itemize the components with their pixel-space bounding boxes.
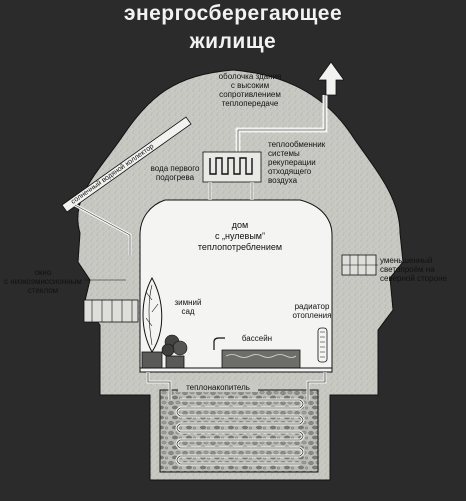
label-north-opening: уменьшенный светопроём на северной сторо… — [380, 256, 447, 283]
label-shell: оболочка здания с высоким сопротивлением… — [218, 72, 282, 108]
label-heat-exchanger: теплообменник системы рекуперации отходя… — [268, 140, 326, 185]
label-heat-storage: теплонакопитель — [178, 383, 258, 392]
label-primary-water: вода первого подогрева — [150, 164, 200, 182]
label-winter-garden: зимний сад — [174, 298, 202, 316]
pool-icon — [213, 337, 301, 369]
diagram-title-line1: энергосберегающее — [123, 2, 343, 25]
diagram-title-line2: жилище — [189, 30, 277, 53]
label-house: дом с „нулевым” теплопотреблением — [197, 220, 283, 252]
window-low-e — [83, 299, 139, 323]
label-window-low-e: окно с низкоэмиссионным стеклом — [4, 268, 82, 295]
heat-exchanger-icon — [202, 151, 262, 183]
label-radiator: радиатор отопления — [292, 302, 332, 320]
exhaust-arrow-icon — [317, 61, 345, 96]
radiator-icon — [317, 327, 328, 363]
house-interior — [139, 199, 333, 373]
tree-icon — [141, 276, 163, 369]
solar-collector — [61, 116, 192, 213]
label-pool: бассейн — [241, 334, 273, 343]
